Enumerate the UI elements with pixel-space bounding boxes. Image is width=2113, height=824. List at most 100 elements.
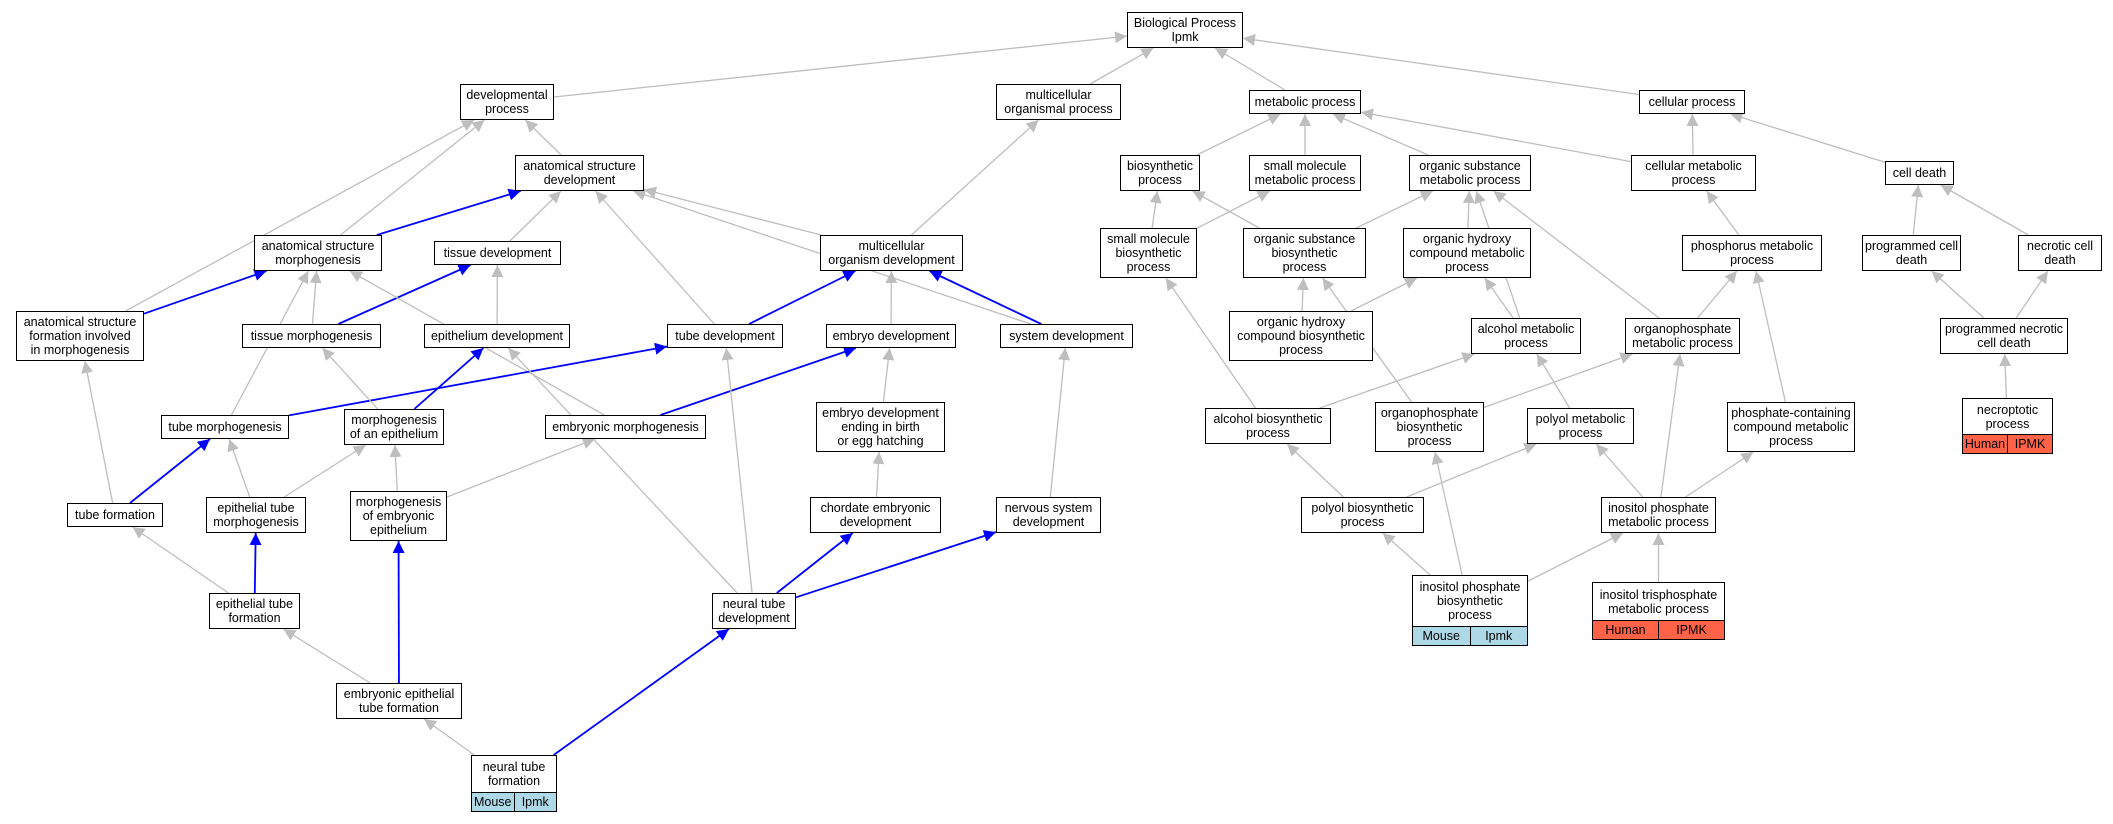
go-term-node[interactable]: metabolic process — [1249, 90, 1361, 114]
edge-pnd-to-ncd — [2015, 270, 2049, 319]
edge-ipb-to-pob — [1382, 532, 1431, 576]
edge-ohb-to-ohc — [1350, 277, 1418, 312]
go-term-node[interactable]: cell death — [1885, 161, 1954, 185]
edge-pcd-to-cd — [1911, 184, 1924, 236]
go-term-node[interactable]: tissue morphogenesis — [242, 324, 381, 348]
go-term-label: epithelium development — [425, 325, 569, 347]
edge-emm-to-emd — [660, 346, 857, 416]
go-term-label-line: biosynthetic — [1396, 420, 1463, 434]
go-term-label-line: process — [1448, 608, 1492, 622]
go-term-node[interactable]: system development — [1000, 324, 1133, 348]
go-term-node[interactable]: tube formation — [67, 503, 163, 527]
go-term-label-line: polyol metabolic — [1535, 412, 1626, 426]
go-term-label-line: anatomical structure — [261, 239, 375, 253]
go-term-label-line: epithelium — [370, 523, 427, 537]
go-term-label-line: nervous system — [1004, 501, 1093, 515]
go-term-label-line: formation involved — [29, 329, 131, 343]
go-term-label-line: phosphate-containing — [1731, 406, 1851, 420]
go-term-node[interactable]: tube development — [667, 324, 783, 348]
edge-eetf-to-etf — [283, 628, 371, 684]
edge-cel-to-bp — [1242, 33, 1640, 96]
edge-alb-to-smb — [1165, 277, 1257, 409]
edge-ohb-to-osb — [1296, 277, 1309, 312]
go-term-label-line: organic hydroxy — [1422, 232, 1512, 246]
go-term-node[interactable]: embryonic morphogenesis — [545, 415, 706, 439]
go-term-label-line: tube development — [675, 329, 775, 343]
edge-mod-to-asd — [643, 186, 822, 236]
go-term-node[interactable]: embryo development — [826, 324, 956, 348]
go-term-node[interactable]: epithelium development — [424, 324, 570, 348]
go-term-label-line: developmental — [466, 88, 548, 102]
go-term-node[interactable]: cellular process — [1639, 90, 1745, 114]
go-term-node[interactable]: tissue development — [434, 241, 561, 265]
go-term-label-line: organophosphate — [1380, 406, 1479, 420]
go-term-node[interactable]: tube morphogenesis — [161, 415, 289, 439]
go-term-label-line: biosynthetic — [1271, 246, 1338, 260]
go-term-label-line: cell death — [1977, 336, 2031, 350]
go-term-label-line: small molecule — [1263, 159, 1347, 173]
go-term-label: tissue development — [435, 242, 560, 264]
go-term-label-line: phosphorus metabolic — [1690, 239, 1814, 253]
edge-asf-to-asm — [143, 269, 267, 315]
go-term-label-line: metabolic process — [1254, 95, 1356, 109]
go-term-label-line: Ipmk — [1171, 30, 1199, 44]
go-term-label-line: inositol trisphosphate — [1599, 587, 1718, 602]
edge-ipm-to-opm — [1660, 353, 1685, 498]
go-term-label-line: process — [485, 102, 529, 116]
go-term-label-line: organic substance — [1253, 232, 1356, 246]
go-term-label-line: process — [1671, 173, 1716, 187]
